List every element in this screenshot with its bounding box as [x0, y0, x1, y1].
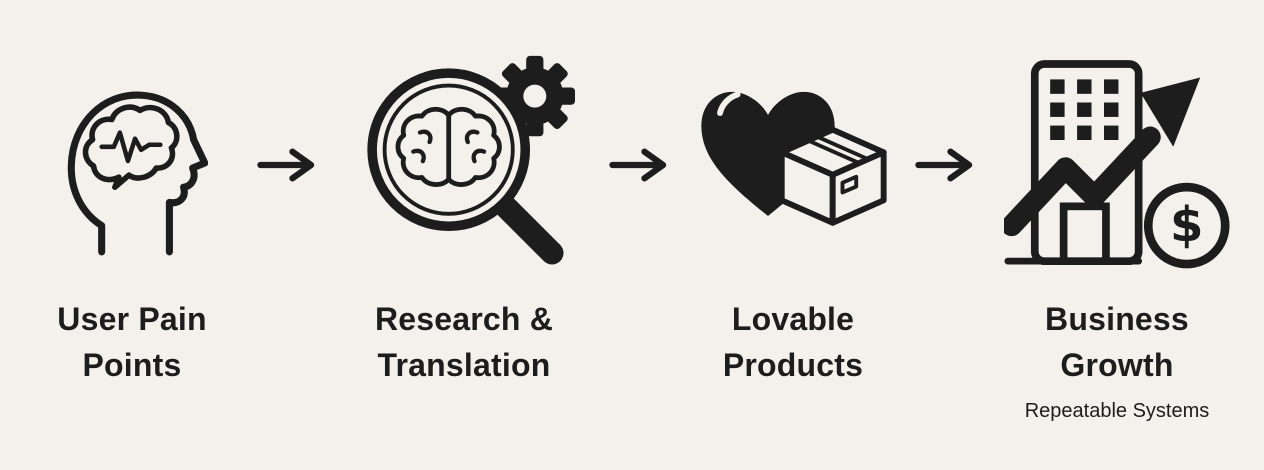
building-growth-chart-dollar-icon: $	[1004, 60, 1230, 269]
dollar-coin	[1143, 182, 1230, 269]
step-sublabel: Repeatable Systems	[1024, 400, 1210, 422]
growth-arrow-line	[1004, 126, 1161, 237]
package-box	[778, 126, 887, 226]
building-door	[1059, 202, 1110, 266]
magnifying-glass-brain-gear-icon	[367, 55, 575, 265]
flow-arrow	[914, 46, 978, 284]
pulse-line	[99, 129, 163, 163]
step-business-growth: $ Business Growth Repeatable Systems	[996, 46, 1238, 423]
building-windows	[1050, 79, 1119, 140]
dollar-symbol: $	[1170, 197, 1203, 253]
right-arrow-icon	[915, 148, 973, 182]
magnifier-lens-inner-rim	[382, 83, 515, 216]
flow-arrow	[256, 46, 320, 284]
flow-arrow	[608, 46, 672, 284]
right-arrow-icon	[609, 148, 667, 182]
step-user-pain-points: User Pain Points	[26, 46, 238, 388]
step-label-line1: Research &	[374, 301, 554, 337]
step-label: Business Growth	[1045, 296, 1189, 388]
growth-arrow-head	[1140, 77, 1201, 147]
step-label-line2: Points	[82, 347, 182, 383]
step-icon-box: $	[1004, 46, 1230, 284]
step-label-line2: Translation	[377, 347, 551, 383]
magnifier-handle	[493, 194, 564, 265]
step-label: User Pain Points	[57, 296, 206, 388]
step-icon-box	[687, 46, 899, 284]
heart-package-icon	[701, 91, 887, 226]
step-label-line1: Business	[1045, 301, 1189, 337]
step-label: Research & Translation	[375, 296, 553, 388]
step-label-line2: Growth	[1060, 347, 1174, 383]
step-label-line2: Products	[722, 347, 864, 383]
step-icon-box	[56, 46, 208, 284]
step-label-line1: Lovable	[731, 301, 855, 337]
step-icon-box	[353, 46, 575, 284]
step-label-line1: User Pain	[57, 301, 207, 337]
right-arrow-icon	[257, 148, 315, 182]
step-label: Lovable Products	[723, 296, 863, 388]
head-profile-outline	[67, 91, 208, 255]
step-research-translation: Research & Translation	[338, 46, 590, 388]
head-brain-icon	[67, 91, 208, 255]
heart-highlight	[717, 91, 741, 116]
brain-icon	[395, 106, 502, 187]
brain-bubble-outline	[82, 103, 180, 190]
step-lovable-products: Lovable Products	[690, 46, 896, 388]
